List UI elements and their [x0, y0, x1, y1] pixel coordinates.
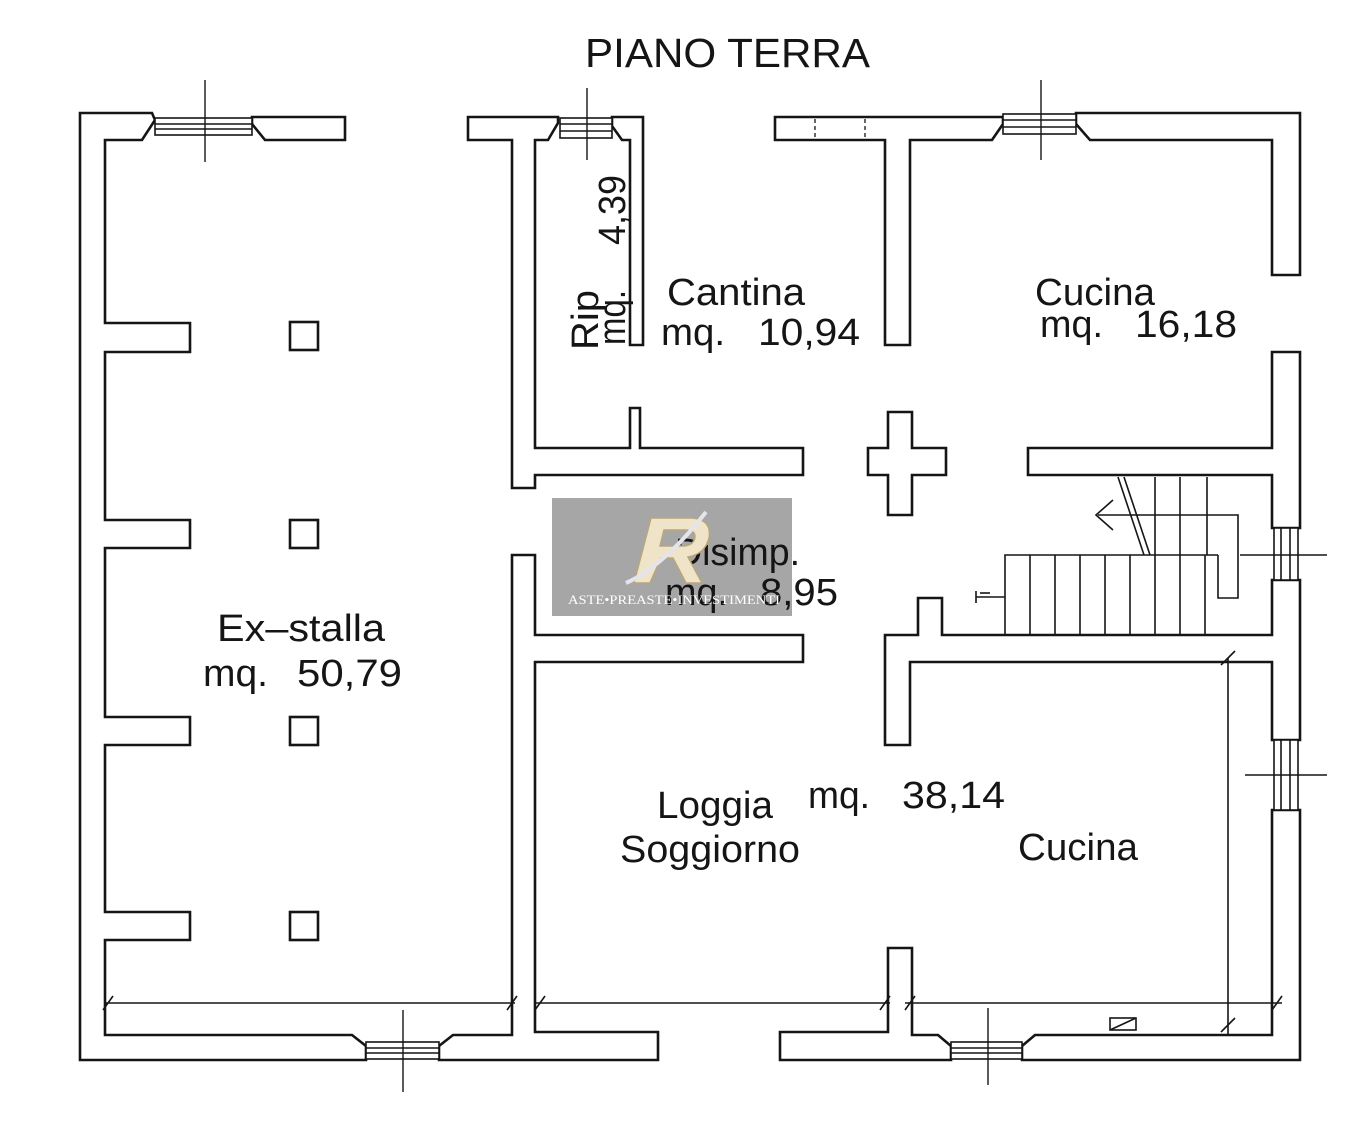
window-frame — [950, 1041, 1023, 1060]
stair-flight-outline — [1004, 554, 1218, 635]
label-cucina-name: Cucina — [1035, 272, 1156, 314]
wall-ex-stalla-west — [78, 111, 368, 1062]
label-loggia-cucina-name: Cucina — [1018, 827, 1139, 869]
dimension-tick — [102, 995, 114, 1011]
plan-title: PIANO TERRA — [585, 30, 871, 76]
wall-ripostiglio — [610, 115, 645, 347]
label-loggia-name: Loggia — [657, 785, 774, 827]
floor-drain-symbol — [1109, 1017, 1137, 1031]
window-loggia-south — [950, 1008, 1023, 1085]
dimension-tick — [879, 995, 891, 1011]
label-cantina-name: Cantina — [667, 272, 806, 314]
window-cucina-north — [1002, 80, 1077, 160]
label-ex-stalla-area: 50,79 — [297, 653, 402, 695]
wall-ex-stalla-east — [437, 553, 805, 1062]
window-ex-stalla-south — [365, 1010, 440, 1092]
label-loggia-unit: mq. — [808, 775, 870, 817]
window-ex-stalla-north — [154, 80, 253, 162]
wall-north-east — [1074, 111, 1302, 277]
label-rip-area: 4,39 — [592, 175, 634, 245]
pillar — [288, 518, 320, 550]
label-ex-stalla-unit: mq. — [203, 653, 268, 695]
window-frame — [1273, 527, 1299, 581]
dimension-tick — [1220, 650, 1236, 666]
watermark-caption: ASTE•PREASTE•INVESTIMENTI — [568, 592, 780, 607]
dimension-tick — [534, 995, 546, 1011]
window-frame — [154, 117, 253, 136]
label-soggiorno-name: Soggiorno — [620, 829, 800, 871]
column-disimpegno — [866, 410, 948, 517]
label-cantina-area: 10,94 — [758, 312, 860, 354]
walls — [78, 111, 1302, 1062]
label-cucina-area: 16,18 — [1135, 304, 1237, 346]
watermark-swoosh-icon — [625, 510, 708, 585]
pillars — [288, 320, 320, 942]
stair-break-line — [1117, 476, 1145, 556]
stair-direction-arrowhead — [1094, 499, 1114, 531]
wall-ex-stalla-north-east — [250, 115, 347, 142]
pillar — [288, 320, 320, 352]
dimension-lines — [102, 650, 1283, 1035]
wall-cucina-south — [1026, 350, 1302, 530]
pillar — [288, 910, 320, 942]
window-frame — [559, 117, 613, 139]
window-cantina-north — [559, 88, 613, 160]
pillar — [288, 715, 320, 747]
label-disimp-area: 8,95 — [760, 572, 838, 614]
label-cucina-unit: mq. — [1040, 304, 1103, 346]
window-east-upper — [1240, 527, 1327, 581]
dimension-tick — [904, 995, 916, 1011]
label-loggia-area: 38,14 — [902, 775, 1005, 817]
label-cantina-unit: mq. — [661, 312, 725, 354]
windows — [154, 80, 1327, 1092]
label-ex-stalla-name: Ex–stalla — [217, 608, 386, 650]
staircase — [975, 476, 1239, 635]
dimension-tick — [1271, 995, 1283, 1011]
label-rip-name: Rip — [565, 290, 607, 350]
window-east-lower — [1245, 739, 1327, 811]
dimension-tick — [1220, 1017, 1236, 1033]
stair-break-line — [1123, 476, 1151, 556]
wall-cantina — [466, 115, 805, 490]
wall-loggia-north — [883, 578, 1302, 747]
stair-landing — [1207, 514, 1239, 599]
floor-drain-hatch — [1109, 1017, 1137, 1031]
dimension-tick — [506, 995, 518, 1011]
window-frame — [1002, 113, 1077, 135]
watermark: ASTE•PREASTE•INVESTIMENTI — [568, 510, 780, 607]
label-rip-unit: mq. — [592, 290, 634, 345]
